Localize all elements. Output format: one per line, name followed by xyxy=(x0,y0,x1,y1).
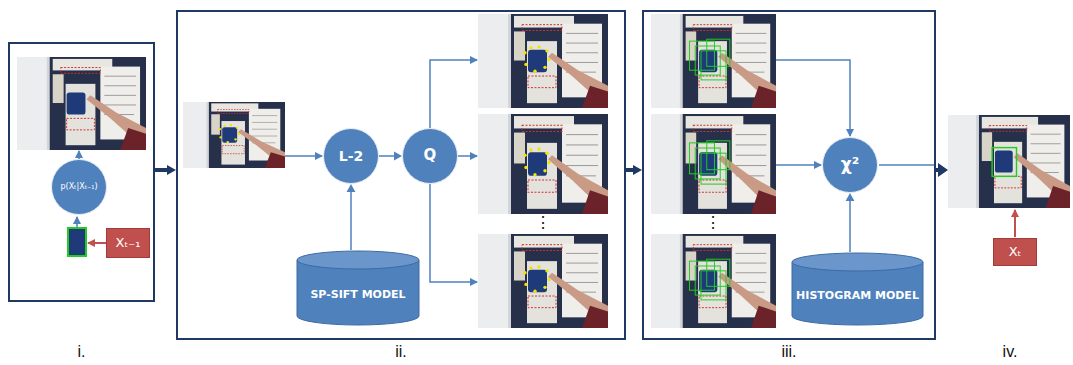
keypoint-dots xyxy=(523,147,550,176)
operator-name: Q xyxy=(424,147,437,164)
stage-label: iii. xyxy=(644,343,934,361)
video-frame xyxy=(478,114,608,214)
flow-arrow xyxy=(458,155,477,157)
video-frame xyxy=(651,234,776,328)
process-circle: Q xyxy=(402,128,458,184)
model-database: HISTOGRAM MODEL xyxy=(791,252,924,326)
flow-arrow xyxy=(88,242,106,244)
keypoint-dots xyxy=(219,124,240,143)
arrow-head xyxy=(846,193,855,201)
arrow-head xyxy=(347,184,356,192)
video-frame xyxy=(478,14,608,108)
connector xyxy=(626,165,642,175)
model-database: SP-SIFT MODEL xyxy=(296,250,420,326)
keypoint-dots xyxy=(523,45,550,73)
video-frame xyxy=(183,102,285,168)
process-circle: χ² xyxy=(822,137,878,193)
cylinder-top xyxy=(297,251,419,269)
connector xyxy=(155,165,176,175)
flow-arrow xyxy=(430,60,477,128)
cylinder-body xyxy=(297,260,419,325)
process-circle: p(Xₜ|Xₜ₋₁) xyxy=(51,159,107,215)
video-frame xyxy=(651,114,776,214)
operator-name: L-2 xyxy=(339,148,363,164)
state-box: Xₜ₋₁ xyxy=(106,228,150,258)
model-name: HISTOGRAM MODEL xyxy=(796,290,919,303)
connector-line xyxy=(350,190,352,250)
operator-name: p(Xₜ|Xₜ₋₁) xyxy=(60,182,97,191)
arrow-head xyxy=(394,152,402,161)
state-name: Xₜ xyxy=(1009,245,1022,260)
flow-arrow xyxy=(1014,210,1016,237)
cylinder-top xyxy=(792,253,923,271)
connector-line xyxy=(379,155,396,157)
flow-arrow xyxy=(430,184,477,282)
video-frame xyxy=(17,57,146,150)
stage-label: ii. xyxy=(178,343,624,361)
process-circle: L-2 xyxy=(323,128,379,184)
candidate-boxes xyxy=(689,141,729,184)
state-name: Xₜ₋₁ xyxy=(116,236,141,251)
stage-panel: ii.L-2QSP-SIFT MODEL xyxy=(176,10,626,340)
video-frame xyxy=(948,115,1070,208)
arrow-head xyxy=(167,165,176,175)
stage-panel: i.p(Xₜ|Xₜ₋₁)Xₜ₋₁ xyxy=(8,42,155,302)
arrow-head xyxy=(633,165,642,175)
flow-arrow xyxy=(76,217,78,227)
ellipsis-dots: ⋮ xyxy=(705,214,721,232)
candidate-boxes xyxy=(689,259,729,300)
connector-line xyxy=(849,199,851,252)
flow-arrow xyxy=(776,60,850,136)
flow-arrow xyxy=(285,155,322,157)
connector xyxy=(379,152,402,161)
model-name: SP-SIFT MODEL xyxy=(310,289,405,302)
stage-arrow xyxy=(936,163,948,177)
flow-arrow xyxy=(78,151,80,159)
operator-name: χ² xyxy=(841,155,859,175)
result-box xyxy=(992,148,1016,177)
stage-label: i. xyxy=(10,343,153,361)
ellipsis-dots: ⋮ xyxy=(535,214,551,232)
connector xyxy=(347,184,356,250)
flow-line xyxy=(879,164,934,166)
flow-arrow xyxy=(776,164,821,166)
video-frame xyxy=(651,14,776,108)
video-frame xyxy=(478,234,608,328)
stage-panel: iii.χ²HISTOGRAM MODEL xyxy=(642,10,936,340)
candidate-boxes xyxy=(689,39,729,80)
target-patch xyxy=(68,228,86,256)
connector-line xyxy=(155,168,169,172)
stage-label: iv. xyxy=(1003,343,1018,361)
keypoint-dots xyxy=(523,265,550,293)
state-box: Xₜ xyxy=(993,238,1037,266)
connector xyxy=(846,193,855,252)
